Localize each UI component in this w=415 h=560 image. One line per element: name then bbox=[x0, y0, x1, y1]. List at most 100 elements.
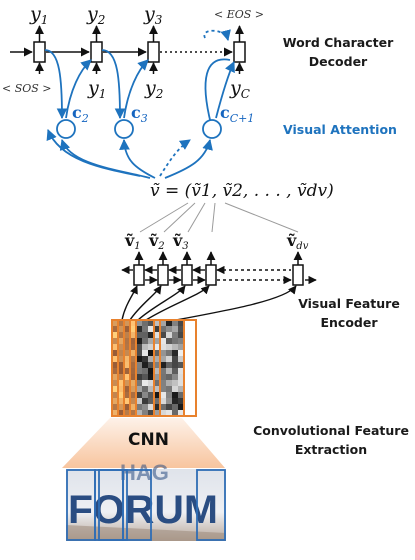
feature-map-cell bbox=[130, 392, 136, 398]
feature-map-cell bbox=[166, 404, 172, 410]
feature-map-cell bbox=[142, 332, 148, 338]
feature-map-cell bbox=[136, 332, 142, 338]
decoder-cell bbox=[90, 41, 103, 63]
context-cC1: cC+1 bbox=[220, 103, 254, 125]
feature-map-cell bbox=[166, 410, 172, 416]
feature-to-encoder bbox=[129, 285, 162, 321]
feature-map-cell bbox=[148, 344, 154, 350]
feature-map-cell bbox=[124, 344, 130, 350]
feature-map-cell bbox=[166, 374, 172, 380]
convolutional-feature-extraction: CNN bbox=[62, 319, 225, 468]
image-text-top: HAG bbox=[120, 460, 169, 485]
feature-map-cell bbox=[118, 356, 124, 362]
feature-map-cell bbox=[148, 386, 154, 392]
cnn-label: CNN bbox=[128, 430, 169, 450]
feature-map-cell bbox=[178, 362, 184, 368]
feature-map-cell bbox=[124, 362, 130, 368]
feature-map-cell bbox=[160, 350, 166, 356]
feature-to-attention-dotted bbox=[159, 139, 191, 177]
feature-map-cell bbox=[112, 404, 118, 410]
feature-map-cell bbox=[118, 338, 124, 344]
input-sos: < SOS > bbox=[2, 82, 52, 95]
feature-map-cell bbox=[166, 350, 172, 356]
feature-map-cell bbox=[112, 368, 118, 374]
feature-map-cell bbox=[166, 326, 172, 332]
feature-map-cell bbox=[154, 338, 160, 344]
feature-map-cell bbox=[154, 380, 160, 386]
feature-map-cell bbox=[130, 398, 136, 404]
feature-map-cell bbox=[142, 374, 148, 380]
feature-map-cell bbox=[112, 350, 118, 356]
feature-map-cell bbox=[148, 332, 154, 338]
feature-map-cell bbox=[178, 350, 184, 356]
attention-query-curve bbox=[44, 49, 68, 120]
feature-map-cell bbox=[124, 320, 130, 326]
feature-map-cell bbox=[142, 344, 148, 350]
feature-map-cell bbox=[148, 320, 154, 326]
input-y2: y2 bbox=[144, 77, 163, 101]
feature-map-cell bbox=[160, 380, 166, 386]
label-word-decoder-1: Word Character bbox=[283, 35, 394, 50]
feature-map-cell bbox=[154, 398, 160, 404]
feature-map-cell bbox=[172, 344, 178, 350]
feature-map-cell bbox=[136, 398, 142, 404]
feature-map-cell bbox=[118, 350, 124, 356]
feature-to-encoder bbox=[145, 285, 210, 321]
label-feature-encoder-1: Visual Feature bbox=[298, 296, 400, 311]
context-c3: c3 bbox=[131, 103, 148, 125]
feature-map-cell bbox=[160, 368, 166, 374]
feature-map-cell bbox=[154, 350, 160, 356]
feature-map-cell bbox=[160, 362, 166, 368]
feature-map-cell bbox=[142, 350, 148, 356]
feature-map-cell bbox=[112, 356, 118, 362]
feature-map-cell bbox=[112, 344, 118, 350]
feature-map-cell bbox=[124, 392, 130, 398]
feature-map-cell bbox=[130, 374, 136, 380]
feature-map-cell bbox=[136, 386, 142, 392]
feature-map-cell bbox=[160, 338, 166, 344]
attention-node bbox=[56, 119, 76, 139]
output-y1: y1 bbox=[29, 3, 48, 27]
feature-map-cell bbox=[172, 332, 178, 338]
feature-map-cell bbox=[172, 380, 178, 386]
input-image: HAG FORUM bbox=[66, 460, 226, 541]
feature-map-cell bbox=[136, 404, 142, 410]
feature-map-cell bbox=[112, 380, 118, 386]
feature-map-cell bbox=[154, 356, 160, 362]
feature-to-attention bbox=[119, 138, 156, 179]
feature-map-cell bbox=[118, 392, 124, 398]
feature-map-cell bbox=[112, 386, 118, 392]
feature-map-cell bbox=[160, 320, 166, 326]
feature-map-cell bbox=[118, 398, 124, 404]
feature-map-cell bbox=[112, 320, 118, 326]
feature-map-cell bbox=[154, 326, 160, 332]
fan-line bbox=[187, 202, 206, 233]
feature-map-cell bbox=[130, 368, 136, 374]
feature-map-cell bbox=[148, 338, 154, 344]
context-c2: c2 bbox=[72, 103, 89, 125]
cnn-glow bbox=[62, 418, 225, 468]
feature-map-cell bbox=[124, 332, 130, 338]
feature-map-cell bbox=[136, 338, 142, 344]
feature-map-cell bbox=[136, 362, 142, 368]
feature-map-cell bbox=[154, 368, 160, 374]
feature-map-cell bbox=[172, 386, 178, 392]
feature-map-cell bbox=[124, 404, 130, 410]
feature-map-cell bbox=[124, 374, 130, 380]
feature-map-cell bbox=[172, 338, 178, 344]
feature-map-cell bbox=[178, 326, 184, 332]
feature-map-cell bbox=[166, 344, 172, 350]
feature-map bbox=[111, 319, 197, 417]
feature-map-cell bbox=[178, 392, 184, 398]
feature-map-cell bbox=[160, 404, 166, 410]
feature-to-encoder bbox=[121, 285, 138, 321]
feature-map-cell bbox=[112, 410, 118, 416]
feature-map-cell bbox=[160, 386, 166, 392]
feature-map-cell bbox=[142, 404, 148, 410]
feature-map-cell bbox=[148, 362, 154, 368]
feature-map-cell bbox=[130, 356, 136, 362]
feature-map-cell bbox=[160, 392, 166, 398]
feature-map-cell bbox=[148, 404, 154, 410]
feature-map-cell bbox=[172, 356, 178, 362]
feature-map-cell bbox=[142, 320, 148, 326]
